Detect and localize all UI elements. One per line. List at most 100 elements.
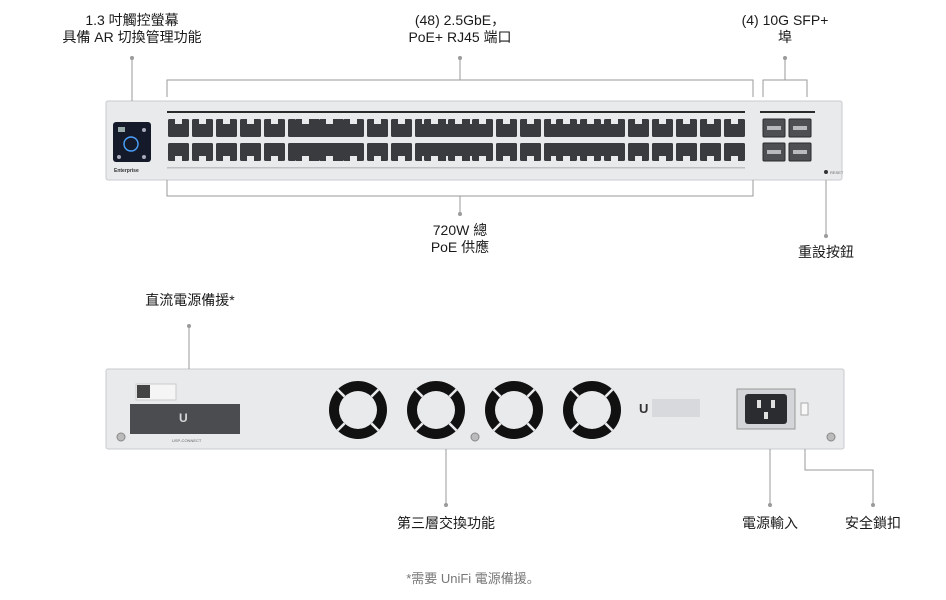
rj45-port: [628, 143, 649, 161]
rj45-port: [168, 143, 189, 161]
rj45-ports-label: (48) 2.5GbE， PoE+ RJ45 端口: [385, 12, 535, 46]
rear-screw: [470, 432, 480, 442]
rj45-port: [556, 119, 577, 137]
rj45-port: [520, 143, 541, 161]
brand-silkscreen: Enterprise: [114, 168, 139, 174]
rj45-port-latch: [563, 119, 570, 124]
fan: [407, 381, 465, 439]
rj45-port-latch: [302, 119, 309, 124]
ubiquiti-logo-icon: U: [639, 401, 648, 416]
rj45-port-latch: [587, 156, 594, 161]
rj45-port: [319, 119, 340, 137]
rj45-port-latch: [374, 156, 381, 161]
rj45-port-latch: [659, 156, 666, 161]
screen-ring: [123, 136, 139, 152]
rj45-port: [724, 143, 745, 161]
rj45-port-latch: [575, 156, 582, 161]
rj45-port: [192, 119, 213, 137]
rj45-port-latch: [223, 156, 230, 161]
rj45-port-grid: [167, 111, 745, 169]
rj45-port-latch: [731, 156, 738, 161]
callout-poe-bracket: [166, 180, 754, 197]
sfp-port-tab: [793, 150, 807, 154]
callout-sfp-bracket: [762, 79, 808, 97]
rj45-port: [216, 143, 237, 161]
port-group-underline: [167, 167, 354, 169]
rj45-port: [652, 119, 673, 137]
rj45-ports-label-line2: PoE+ RJ45 端口: [408, 29, 512, 45]
rj45-port-latch: [479, 156, 486, 161]
rj45-port: [676, 119, 697, 137]
rj45-port-latch: [587, 119, 594, 124]
rj45-port-latch: [611, 156, 618, 161]
sfp-port-tab: [793, 126, 807, 130]
rear-screw: [826, 432, 836, 442]
rj45-port: [391, 119, 412, 137]
rj45-port-latch: [527, 156, 534, 161]
rj45-port-latch: [350, 156, 357, 161]
rj45-port: [295, 119, 316, 137]
fan: [329, 381, 387, 439]
sfp-port-grid: [760, 111, 815, 162]
rj45-port-latch: [683, 119, 690, 124]
rj45-port: [700, 119, 721, 137]
rj45-port-latch: [398, 119, 405, 124]
security-lock-label: 安全鎖扣: [845, 515, 901, 531]
touchscreen-label: 1.3 吋觸控螢幕 具備 AR 切換管理功能: [58, 12, 206, 46]
sfp-ports-label-line1: (4) 10G SFP+: [741, 12, 829, 28]
rj45-port: [580, 119, 601, 137]
rj45-port-latch: [503, 156, 510, 161]
dc-slot-silkscreen: USP-CONNECT: [172, 438, 202, 443]
rj45-port: [424, 119, 445, 137]
rj45-port: [676, 143, 697, 161]
sfp-ports-label: (4) 10G SFP+ 埠: [725, 12, 845, 46]
callout-rj45-bracket: [166, 79, 754, 97]
poe-budget-label: 720W 總 PoE 供應: [400, 222, 520, 256]
rj45-port-latch: [374, 119, 381, 124]
rj45-port-latch: [175, 119, 182, 124]
rj45-port-latch: [223, 119, 230, 124]
screen-dot: [142, 128, 146, 132]
rj45-port: [724, 119, 745, 137]
rear-screw: [116, 432, 126, 442]
rj45-port: [496, 119, 517, 137]
rj45-port: [424, 143, 445, 161]
power-inlet: [745, 394, 787, 424]
rj45-port-latch: [479, 119, 486, 124]
rj45-port: [448, 119, 469, 137]
rj45-port-latch: [247, 156, 254, 161]
rj45-port-latch: [611, 119, 618, 124]
rj45-port: [343, 119, 364, 137]
rj45-port-latch: [175, 156, 182, 161]
poe-budget-label-line1: 720W 總: [432, 222, 488, 238]
rj45-port-latch: [575, 119, 582, 124]
port-group-bar: [297, 111, 484, 113]
rj45-port: [367, 119, 388, 137]
rj45-port: [240, 119, 261, 137]
rj45-port-latch: [635, 156, 642, 161]
sfp-port-tab: [767, 150, 781, 154]
rj45-port-latch: [659, 119, 666, 124]
rj45-port: [700, 143, 721, 161]
footnote: *需要 UniFi 電源備援。: [406, 571, 540, 586]
port-group-bar: [558, 111, 745, 113]
rj45-port: [216, 119, 237, 137]
rj45-port-latch: [707, 119, 714, 124]
rj45-port-latch: [271, 119, 278, 124]
rj45-port-latch: [599, 119, 606, 124]
rj45-port: [192, 143, 213, 161]
rj45-ports-label-line1: (48) 2.5GbE，: [414, 12, 506, 28]
rj45-port: [448, 143, 469, 161]
touchscreen-label-line1: 1.3 吋觸控螢幕: [85, 12, 179, 28]
callout-security-lock: [804, 449, 874, 505]
reset-button-label: 重設按鈕: [798, 244, 854, 260]
rj45-port-latch: [302, 156, 309, 161]
rj45-port: [604, 143, 625, 161]
port-group-underline: [297, 167, 484, 169]
rj45-port-latch: [551, 156, 558, 161]
rj45-port: [319, 143, 340, 161]
rj45-port-latch: [503, 119, 510, 124]
fan-group: [329, 381, 621, 439]
rj45-port-latch: [431, 156, 438, 161]
